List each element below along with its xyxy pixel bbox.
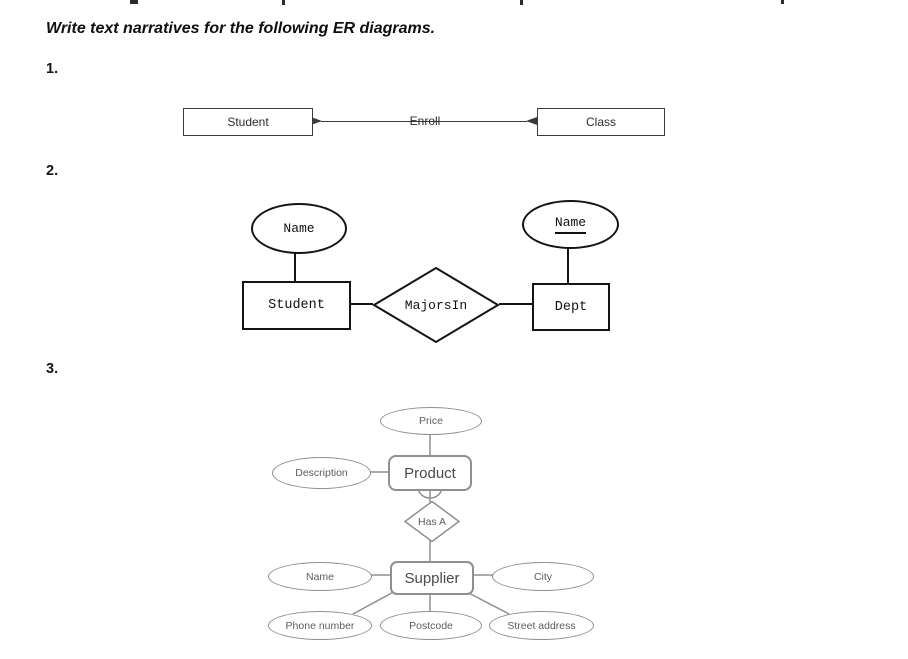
attribute-label-name: Name — [305, 570, 334, 583]
connector-majorsin-dept — [499, 303, 533, 305]
attribute-ellipse-postcode: Postcode — [380, 611, 482, 640]
relationship-diamond-majorsin: MajorsIn — [372, 266, 500, 344]
assignment-heading: Write text narratives for the following … — [46, 20, 436, 37]
key-attribute-label-name: Name — [554, 215, 587, 234]
attribute-label-street: Street address — [507, 619, 576, 632]
attribute-ellipse-phone: Phone number — [268, 611, 372, 640]
entity-box-dept: Dept — [532, 283, 610, 331]
arrowhead-toward-center-right — [526, 117, 537, 125]
connector-name-student — [294, 249, 296, 282]
relationship-diamond-hasa: Has A — [403, 500, 461, 543]
attribute-ellipse-name-student: Name — [251, 203, 347, 254]
diamond-shape — [403, 500, 461, 543]
cropped-line-artifact — [781, 0, 784, 4]
attribute-ellipse-price: Price — [380, 407, 482, 435]
entity-box-supplier: Supplier — [390, 561, 474, 595]
relationship-label-majorsin: MajorsIn — [404, 297, 468, 313]
entity-box-class: Class — [537, 108, 665, 136]
cropped-line-artifact — [282, 0, 285, 5]
attribute-label-name: Name — [283, 221, 315, 236]
cropped-line-artifact — [520, 0, 523, 5]
entity-label-dept: Dept — [554, 299, 588, 315]
attribute-label-price: Price — [419, 415, 443, 427]
attribute-ellipse-city: City — [492, 562, 594, 591]
relationship-label-hasa: Has A — [417, 515, 446, 528]
connector-student-majorsin — [347, 303, 373, 305]
attribute-ellipse-description: Description — [272, 457, 371, 489]
diamond-shape — [372, 266, 500, 344]
entity-label-class: Class — [585, 115, 616, 129]
entity-label-supplier: Supplier — [404, 569, 460, 587]
relationship-line — [321, 121, 527, 122]
relationship-label-enroll: Enroll — [409, 114, 441, 128]
item-number-3: 3. — [46, 361, 59, 377]
item-number-2: 2. — [46, 163, 59, 179]
entity-box-student2: Student — [242, 281, 351, 330]
connector-name-dept — [567, 244, 569, 284]
cropped-line-artifact — [130, 0, 138, 4]
entity-box-student: Student — [183, 108, 313, 136]
entity-label-student: Student — [227, 115, 269, 129]
attribute-label-city: City — [533, 570, 553, 583]
attribute-ellipse-street: Street address — [489, 611, 594, 640]
attribute-ellipse-name: Name — [268, 562, 372, 591]
entity-label-product: Product — [404, 464, 456, 482]
attribute-label-phone: Phone number — [285, 619, 355, 632]
entity-box-product: Product — [388, 455, 472, 491]
item-number-1: 1. — [46, 61, 59, 77]
arrowhead-toward-center-left — [311, 117, 322, 125]
attribute-label-postcode: Postcode — [409, 619, 453, 632]
attribute-label-description: Description — [295, 467, 348, 479]
entity-label-student2: Student — [268, 298, 325, 313]
attribute-ellipse-name-dept: Name — [522, 200, 619, 249]
